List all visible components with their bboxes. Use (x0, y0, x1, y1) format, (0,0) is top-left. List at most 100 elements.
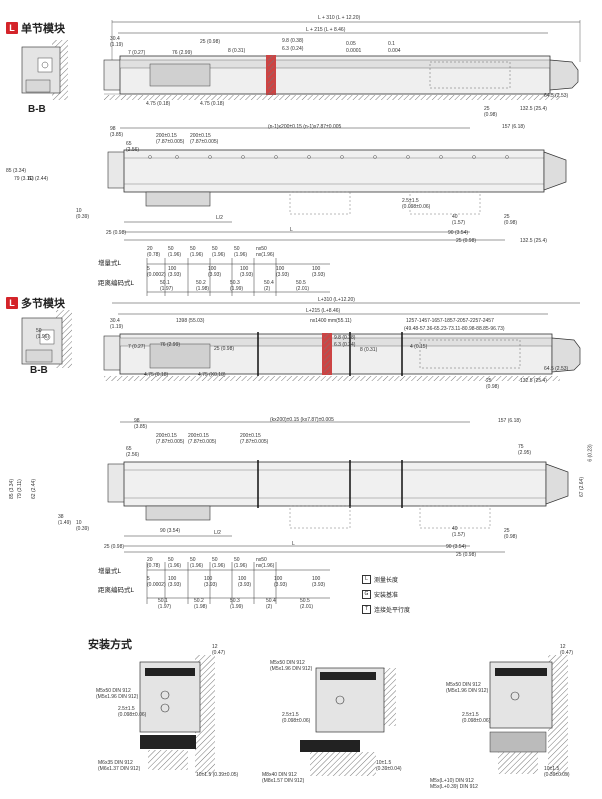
dim-25-e: 25 (0.98) (456, 238, 477, 244)
m1-10: 10±1.5 (0.39±0.05) (196, 772, 239, 778)
m3-10: 10±1.5 (0.39±0.05) (544, 766, 570, 778)
dim2-25-e: 25 (0.98) (456, 552, 477, 558)
bb-label-1: B-B (28, 104, 46, 115)
dim2-L2: L/2 (214, 530, 221, 536)
dim-85: 85 (3.34) (6, 168, 27, 174)
dim-132-5-b: 132.5 (25.4) (520, 238, 547, 244)
dist2-top-0: 5 (0.0002) (147, 576, 166, 588)
dim2-nx1400: nx1400 mm(55.11) (310, 318, 352, 324)
dim2-top-L215: L+215 (L+8.46) (306, 308, 341, 314)
dim-4-75-b: 4.75 (0.18) (200, 101, 225, 107)
inc2-4: 50 (1.96) (234, 557, 248, 569)
dist2-bot-0: 50.1 (1.97) (158, 598, 172, 610)
top-view-1 (103, 20, 581, 100)
dim2-79: 79 (3.11) (16, 479, 23, 499)
dim2-38: 38 (1.49) (58, 514, 72, 526)
m3-gap: 2.5±1.5 (0.098±0.06) (462, 712, 491, 724)
dim2-4: 4 (0.15) (410, 344, 428, 350)
dim-65: 65 (2.56) (126, 141, 140, 153)
dist1-top-5: 100 (3.93) (312, 266, 326, 278)
legend-G-text: 安装基准 (374, 593, 399, 599)
m3-screw2: M5x(L+10) DIN 912 M5x(L+0.39) DIN 912 (430, 778, 478, 790)
inc1-4: 50 (1.96) (234, 246, 248, 258)
dist2-bot-1: 50.2 (1.98) (194, 598, 208, 610)
dim2-90-b: 90 (3.54) (446, 544, 467, 550)
dist1-bot-2: 50.3 (1.99) (230, 280, 244, 292)
inc2-3: 50 (1.96) (212, 557, 226, 569)
increment-scale-1 (146, 258, 330, 296)
dist-label-2: 距离编码式L (98, 587, 135, 594)
dim2-200-c: 200±0.15 (7.87±0.005) (240, 433, 269, 445)
dim2-200-a: 200±0.15 (7.87±0.005) (156, 433, 185, 445)
dim-25-d: 25 (0.98) (504, 214, 518, 226)
mount-diagram-1 (139, 655, 215, 775)
m3-screw: M5x50 DIN 912 (M5x1.96 DIN 912) (446, 682, 489, 694)
pitch-1: (n-1)x200±0.15 (n-1)x7.87±0.005 (268, 124, 342, 130)
dist1-top-4: 100 (3.93) (276, 266, 290, 278)
legend-T-icon: T (362, 605, 371, 614)
dim-79: 79 (3.11) (14, 176, 34, 182)
dist2-top-3: 100 (3.93) (238, 576, 252, 588)
legend-T: T 连接处平行度 (362, 605, 410, 614)
dim2-4-75-a: 4.75 (0.18) (144, 372, 169, 378)
dim-25: 25 (0.98) (200, 39, 221, 45)
dist1-bot-3: 50.4 (2) (264, 280, 274, 292)
m1-gap: 2.5±1.5 (0.098±0.06) (118, 706, 147, 718)
m1-screw: M5x50 DIN 912 (M5x1.96 DIN 912) (96, 688, 139, 700)
dim-9-8: 9.8 (0.38) (282, 38, 304, 44)
dim-98: 98 (3.85) (110, 126, 124, 138)
dim-6-3: 6.3 (0.24) (282, 46, 304, 52)
dim2-25: 25 (0.98) (214, 346, 235, 352)
dim-top-L: L + 310 (L + 12.20) (318, 15, 361, 21)
dim2-65: 65 (2.56) (126, 446, 140, 458)
dim-4-75-a: 4.75 (0.18) (146, 101, 171, 107)
dim2-series: 1257-1457-1657-1857-2057-2257-2457 (406, 318, 494, 324)
dim2-200-b: 200±0.15 (7.87±0.005) (188, 433, 217, 445)
dim2-10: 10 (0.39) (76, 520, 90, 532)
dist1-bot-4: 50.5 (2.01) (296, 280, 310, 292)
dist2-top-2: 100 (3.93) (204, 576, 218, 588)
dist2-top-1: 100 (3.93) (168, 576, 182, 588)
bb-label-2: B-B (30, 365, 48, 376)
dim-7: 7 (0.27) (128, 50, 146, 56)
dim-64-5: 64.5 (2.53) (544, 93, 569, 99)
dim2-8: 8 (0.31) (360, 347, 378, 353)
tol-0-1: 0.1 (388, 41, 395, 47)
dist2-top-4: 100 (3.93) (274, 576, 288, 588)
inc2-1: 50 (1.96) (168, 557, 182, 569)
dim2-90: 90 (3.54) (160, 528, 181, 534)
legend-G-icon: G (362, 590, 371, 599)
dim-132-5: 132.5 (25.4) (520, 106, 547, 112)
inc2-0: 20 (0.78) (147, 557, 161, 569)
m2-gap: 2.5±1.5 (0.098±0.06) (282, 712, 311, 724)
bb-section-1 (21, 40, 68, 100)
dim2-62: 62 (2.44) (31, 478, 38, 500)
dim-30-4: 30.4 (1.19) (110, 36, 124, 48)
dim-90: 90 (3.54) (448, 230, 469, 236)
inc1-1: 50 (1.96) (168, 246, 182, 258)
dist1-top-3: 100 (3.93) (240, 266, 254, 278)
dim2-top-L: L+310 (L+12.20) (318, 297, 355, 303)
m1-screw2: M6x35 DIN 912 (M6x1.37 DIN 912) (98, 760, 141, 772)
bb-section-2 (21, 310, 72, 368)
m2-10: 10±1.5 (0.39±0.04) (376, 760, 402, 772)
dim-76: 76 (2.99) (172, 50, 193, 56)
mount-diagram-2 (300, 667, 396, 776)
m3-12: 12 (0.47) (560, 644, 574, 656)
dist-label-1: 距离编码式L (98, 280, 135, 287)
dist2-bot-2: 50.3 (1.99) (230, 598, 244, 610)
inc2-5: nx50 nx(1.96) (256, 557, 275, 569)
inc1-2: 50 (1.96) (190, 246, 204, 258)
dist2-bot-4: 50.5 (2.01) (300, 598, 314, 610)
dim2-6-3: 6.3 (0.24) (334, 342, 356, 348)
top-view-2 (103, 302, 581, 381)
inc-label-1: 增量式L (98, 260, 122, 267)
dim-200-a: 200±0.15 (7.87±0.005) (156, 133, 185, 145)
dim-8: 8 (0.31) (228, 48, 246, 54)
dim-62: 62 (2.44) (28, 176, 49, 182)
dist1-top-0: 5 (0.0002) (147, 266, 166, 278)
l-badge-icon: L (6, 22, 18, 34)
tol-0-05: 0.05 (346, 41, 356, 47)
dim2-25-b: 25 (0.98) (486, 378, 500, 390)
